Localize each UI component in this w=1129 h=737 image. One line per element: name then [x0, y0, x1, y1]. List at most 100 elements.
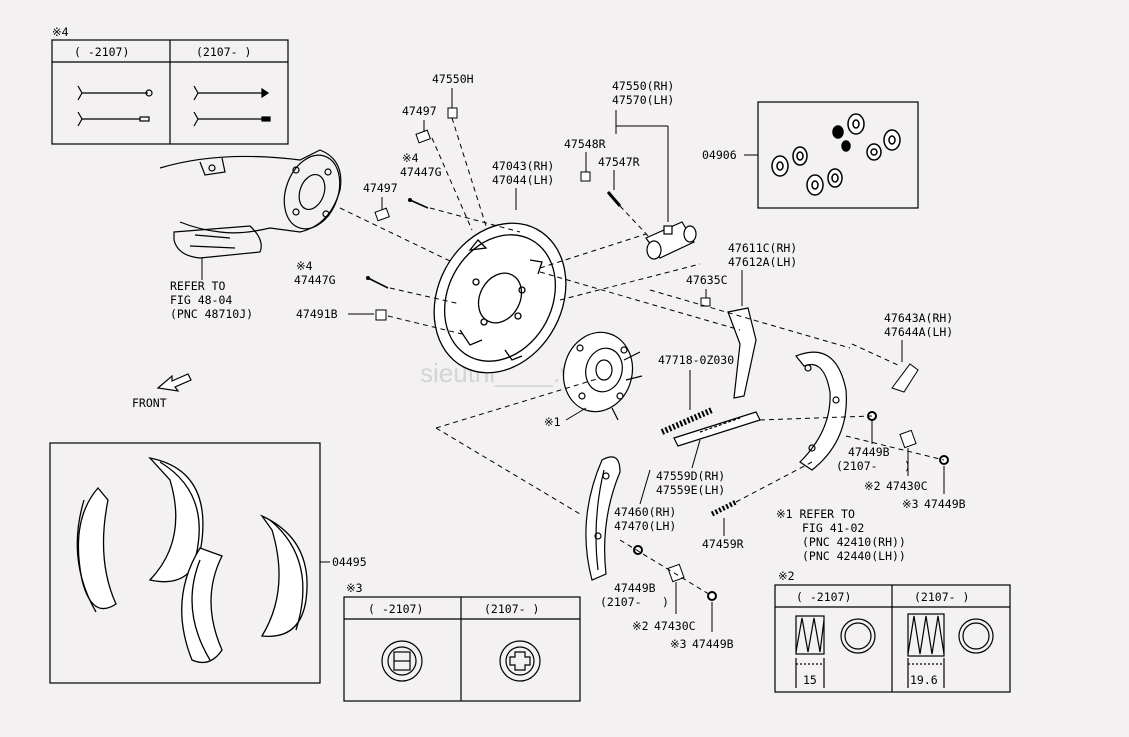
bleeder-screw-icon — [606, 191, 622, 207]
mark-4a: ※4 — [402, 151, 419, 165]
label-47430C-b: 47430C — [654, 619, 696, 633]
box4-table: ※4 ( -2107) (2107- ) — [51, 25, 289, 145]
pin-icon — [367, 277, 389, 289]
retainer-cup-icon — [381, 640, 423, 682]
label-47644A: 47644A(LH) — [884, 325, 953, 339]
backing-plate-drawing — [433, 222, 567, 374]
label-47491B: 47491B — [296, 307, 338, 321]
label-47547R: 47547R — [598, 155, 640, 169]
label-47449B-b: 47449B — [614, 581, 656, 595]
spring-retainer-icon — [374, 207, 390, 222]
refer-41-line1: ※1 REFER TO — [776, 507, 855, 521]
box3-mark: ※3 — [346, 581, 363, 595]
label-47548R: 47548R — [564, 137, 606, 151]
adjuster-strut-drawing — [673, 411, 761, 447]
box2-dim2: 19.6 — [910, 673, 938, 687]
label-2107-r: (2107- — [836, 459, 878, 473]
bleeder-plug-icon — [447, 107, 458, 119]
front-arrow-icon — [156, 373, 192, 392]
label-47635C: 47635C — [686, 273, 728, 287]
washer-icon — [958, 618, 994, 654]
box2-col2: (2107- ) — [914, 590, 969, 604]
mark-3r: ※3 — [902, 497, 919, 511]
label-47559D: 47559D(RH) — [656, 469, 725, 483]
seal-kit-icons — [771, 113, 901, 196]
label-04495: 04495 — [332, 555, 367, 569]
shoe-set-box — [49, 442, 321, 684]
spring-icon — [710, 499, 738, 517]
label-2107-b: (2107- — [600, 595, 642, 609]
label-47459R: 47459R — [702, 537, 744, 551]
mark-2r: ※2 — [864, 479, 881, 493]
compression-spring-icon — [899, 429, 917, 449]
label-47559E: 47559E(LH) — [656, 483, 725, 497]
brake-shoe-left-drawing — [585, 456, 621, 581]
leader-lines — [339, 117, 945, 597]
repair-kit-box — [757, 101, 919, 209]
brake-shoe-set-drawing — [76, 456, 308, 664]
refer-41-line2: FIG 41-02 — [802, 521, 864, 535]
label-47643A: 47643A(RH) — [884, 311, 953, 325]
spring-icon — [660, 407, 714, 435]
box2-mark: ※2 — [778, 569, 795, 583]
label-47497-top: 47497 — [402, 104, 437, 118]
refer-41-line3: (PNC 42410(RH)) — [802, 535, 906, 549]
box4-col1: ( -2107) — [74, 45, 129, 59]
mark-4b: ※4 — [296, 259, 313, 273]
spring-icon — [795, 615, 825, 655]
box2-col1: ( -2107) — [796, 590, 851, 604]
box4-mark: ※4 — [52, 25, 69, 39]
spring-icon — [907, 613, 945, 657]
shoe-lever-icon — [891, 363, 919, 393]
retainer-cup-icon — [499, 640, 541, 682]
cup-icon — [707, 591, 717, 601]
spring-retainer-icon — [415, 129, 431, 144]
label-04906: 04906 — [702, 148, 737, 162]
label-47447G-top: 47447G — [400, 165, 442, 179]
label-47550: 47550(RH) — [612, 79, 674, 93]
mark-3b: ※3 — [670, 637, 687, 651]
box2-dim1: 15 — [803, 673, 817, 687]
label-47718: 47718-0Z030 — [658, 353, 734, 367]
mark-2b: ※2 — [632, 619, 649, 633]
compression-spring-icon — [667, 563, 685, 583]
mark-1: ※1 — [544, 415, 561, 429]
pin-icon — [409, 199, 429, 209]
refer-48-line3: (PNC 48710J) — [170, 307, 253, 321]
label-47043: 47043(RH) — [492, 159, 554, 173]
refer-48-line1: REFER TO — [170, 279, 225, 293]
bleeder-cap-icon — [580, 171, 591, 182]
axle-housing-drawing — [159, 149, 342, 259]
refer-41-note: ※1 REFER TO FIG 41-02 (PNC 42410(RH)) (P… — [776, 507, 906, 563]
label-47497-mid: 47497 — [363, 181, 398, 195]
label-47460: 47460(RH) — [614, 505, 676, 519]
box3-col2: (2107- ) — [484, 602, 539, 616]
label-47449B-b2: 47449B — [692, 637, 734, 651]
label-47570: 47570(LH) — [612, 93, 674, 107]
label-47449B-r: 47449B — [848, 445, 890, 459]
label-2107-r-close: ) — [904, 459, 911, 473]
refer-41-line4: (PNC 42440(LH)) — [802, 549, 906, 563]
box3-col1: ( -2107) — [368, 602, 423, 616]
label-47430C-r: 47430C — [886, 479, 928, 493]
pin-icon — [193, 111, 271, 127]
wheel-cylinder-drawing — [645, 221, 697, 260]
brake-shoe-right-drawing — [795, 351, 847, 471]
label-47044: 47044(LH) — [492, 173, 554, 187]
hub-bearing-drawing — [562, 331, 643, 421]
label-47611C: 47611C(RH) — [728, 241, 797, 255]
cup-icon — [633, 545, 643, 555]
adjusting-lever-drawing — [727, 307, 757, 399]
pin-icon — [77, 111, 150, 127]
pin-icon — [193, 85, 270, 101]
label-2107-b-close: ) — [662, 595, 669, 609]
label-47550H: 47550H — [432, 72, 474, 86]
washer-icon — [840, 618, 876, 654]
refer-48-line2: FIG 48-04 — [170, 293, 232, 307]
pin-icon — [77, 85, 153, 101]
label-47470: 47470(LH) — [614, 519, 676, 533]
front-label: FRONT — [132, 396, 167, 410]
label-47447G-mid: 47447G — [294, 273, 336, 287]
